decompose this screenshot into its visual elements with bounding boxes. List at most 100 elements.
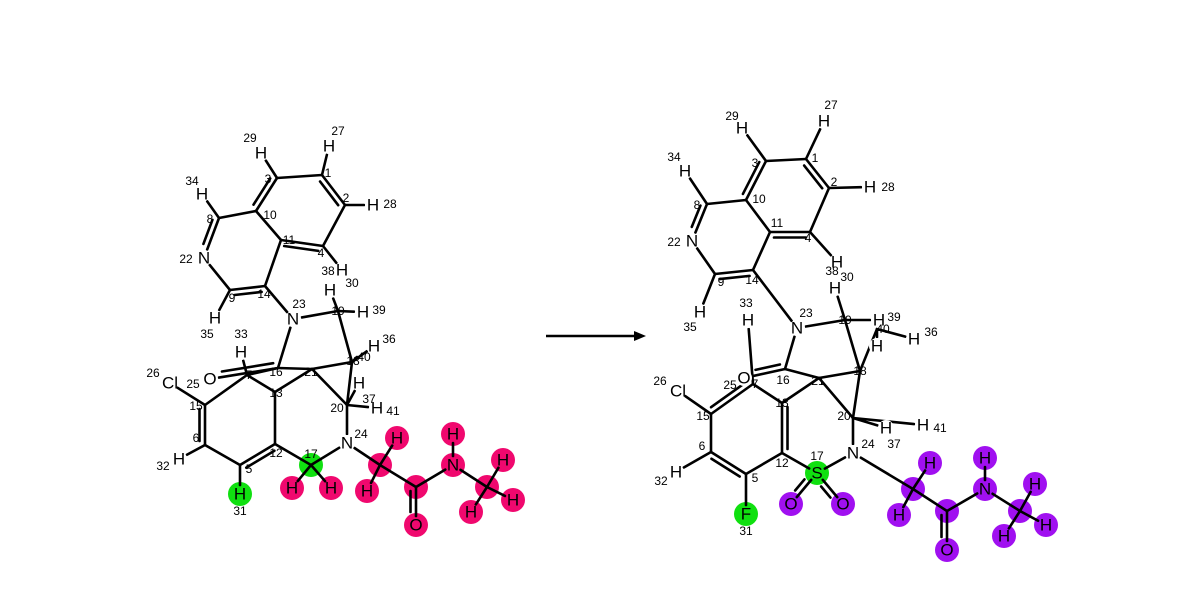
atom-highlight bbox=[992, 524, 1016, 548]
bond bbox=[991, 492, 1022, 513]
atom-index: 6 bbox=[193, 431, 200, 445]
bond bbox=[751, 363, 787, 378]
atom-symbol: H bbox=[366, 337, 382, 356]
atom-highlight bbox=[385, 426, 409, 450]
bond bbox=[336, 309, 356, 313]
atom-highlight bbox=[404, 513, 428, 537]
bond bbox=[843, 318, 862, 373]
atom-symbol: H bbox=[862, 178, 878, 197]
bond bbox=[808, 230, 833, 257]
bond bbox=[764, 157, 808, 163]
bond bbox=[345, 360, 354, 407]
svg-text:H: H bbox=[864, 178, 876, 197]
atom-highlight bbox=[935, 538, 959, 562]
svg-text:H: H bbox=[831, 253, 843, 272]
bond bbox=[709, 450, 748, 478]
atom-symbol: H bbox=[1040, 516, 1052, 535]
atom-index: 21 bbox=[304, 365, 318, 379]
atom-symbol: H bbox=[253, 144, 269, 163]
bond bbox=[744, 198, 772, 234]
atom-index: 35 bbox=[683, 320, 697, 334]
atom-index: 17 bbox=[810, 449, 824, 463]
atom-symbol: S bbox=[811, 464, 822, 483]
atom-symbol: N bbox=[845, 444, 861, 463]
svg-text:H: H bbox=[736, 119, 748, 138]
bond bbox=[409, 485, 418, 518]
bond bbox=[768, 230, 812, 239]
reaction-arrow-head bbox=[634, 331, 646, 341]
svg-text:H: H bbox=[670, 463, 682, 482]
atom-index: 1 bbox=[325, 166, 332, 180]
svg-text:O: O bbox=[784, 495, 797, 514]
bond bbox=[858, 327, 879, 373]
atom-index: 31 bbox=[739, 524, 753, 538]
atom-index: 12 bbox=[775, 456, 789, 470]
svg-text:H: H bbox=[908, 330, 920, 349]
atom-index: 26 bbox=[146, 366, 160, 380]
bond bbox=[744, 451, 784, 476]
atom-symbol: H bbox=[668, 463, 684, 482]
atom-symbol: N bbox=[196, 249, 212, 268]
atom-symbol: H bbox=[497, 451, 509, 470]
reactant-highlights bbox=[228, 422, 525, 537]
atom-index: 12 bbox=[269, 446, 283, 460]
svg-text:H: H bbox=[323, 137, 335, 156]
svg-text:H: H bbox=[255, 144, 267, 163]
bond bbox=[336, 309, 354, 364]
bond bbox=[819, 478, 839, 499]
bond bbox=[198, 403, 207, 447]
atom-index: 14 bbox=[257, 287, 271, 301]
bond bbox=[203, 443, 242, 467]
bond bbox=[276, 326, 292, 370]
atom-index: 11 bbox=[283, 233, 296, 247]
atom-index: 38 bbox=[321, 264, 335, 278]
bond bbox=[783, 335, 796, 371]
atom-symbol: H bbox=[361, 482, 373, 501]
atom-symbol: H bbox=[827, 279, 843, 298]
svg-text:H: H bbox=[234, 485, 246, 504]
svg-text:H: H bbox=[391, 429, 403, 448]
bond bbox=[321, 203, 347, 248]
bond bbox=[264, 159, 279, 180]
atom-symbol: H bbox=[998, 527, 1010, 546]
bond bbox=[823, 456, 847, 470]
bond bbox=[751, 382, 784, 405]
svg-text:H: H bbox=[196, 185, 208, 204]
bond bbox=[851, 369, 862, 420]
bond bbox=[369, 463, 382, 485]
atom-symbol: H bbox=[924, 454, 936, 473]
atom-symbol: N bbox=[684, 232, 700, 251]
atom-index: 25 bbox=[723, 378, 737, 392]
bond bbox=[827, 185, 863, 190]
atom-highlight bbox=[973, 446, 997, 470]
atom-symbol: H bbox=[286, 479, 298, 498]
bond bbox=[690, 202, 709, 234]
bond bbox=[378, 463, 418, 489]
atom-index: 38 bbox=[825, 264, 839, 278]
atom-symbol: H bbox=[893, 506, 905, 525]
atom-symbol: N bbox=[339, 434, 355, 453]
atom-index: 7 bbox=[246, 368, 253, 382]
bond bbox=[747, 327, 755, 386]
bond bbox=[279, 238, 325, 253]
atom-symbol: F bbox=[741, 505, 751, 524]
bond bbox=[817, 376, 855, 420]
svg-text:Cl: Cl bbox=[162, 374, 178, 393]
atom-symbol: H bbox=[325, 479, 337, 498]
bond bbox=[859, 456, 915, 491]
svg-text:H: H bbox=[924, 454, 936, 473]
atom-index: 24 bbox=[354, 427, 368, 441]
atom-highlight bbox=[228, 482, 252, 506]
bond bbox=[217, 209, 258, 220]
svg-text:H: H bbox=[742, 311, 754, 330]
atom-index: 8 bbox=[694, 198, 701, 212]
bond bbox=[804, 318, 847, 328]
atom-symbol: Cl bbox=[162, 374, 178, 393]
atom-index: 21 bbox=[811, 374, 825, 388]
atom-symbol: H bbox=[816, 112, 832, 131]
bond bbox=[474, 485, 489, 506]
atom-index: 27 bbox=[331, 124, 345, 138]
atom-symbol: H bbox=[171, 450, 187, 469]
bond bbox=[741, 159, 768, 202]
atom-index: 32 bbox=[654, 474, 668, 488]
